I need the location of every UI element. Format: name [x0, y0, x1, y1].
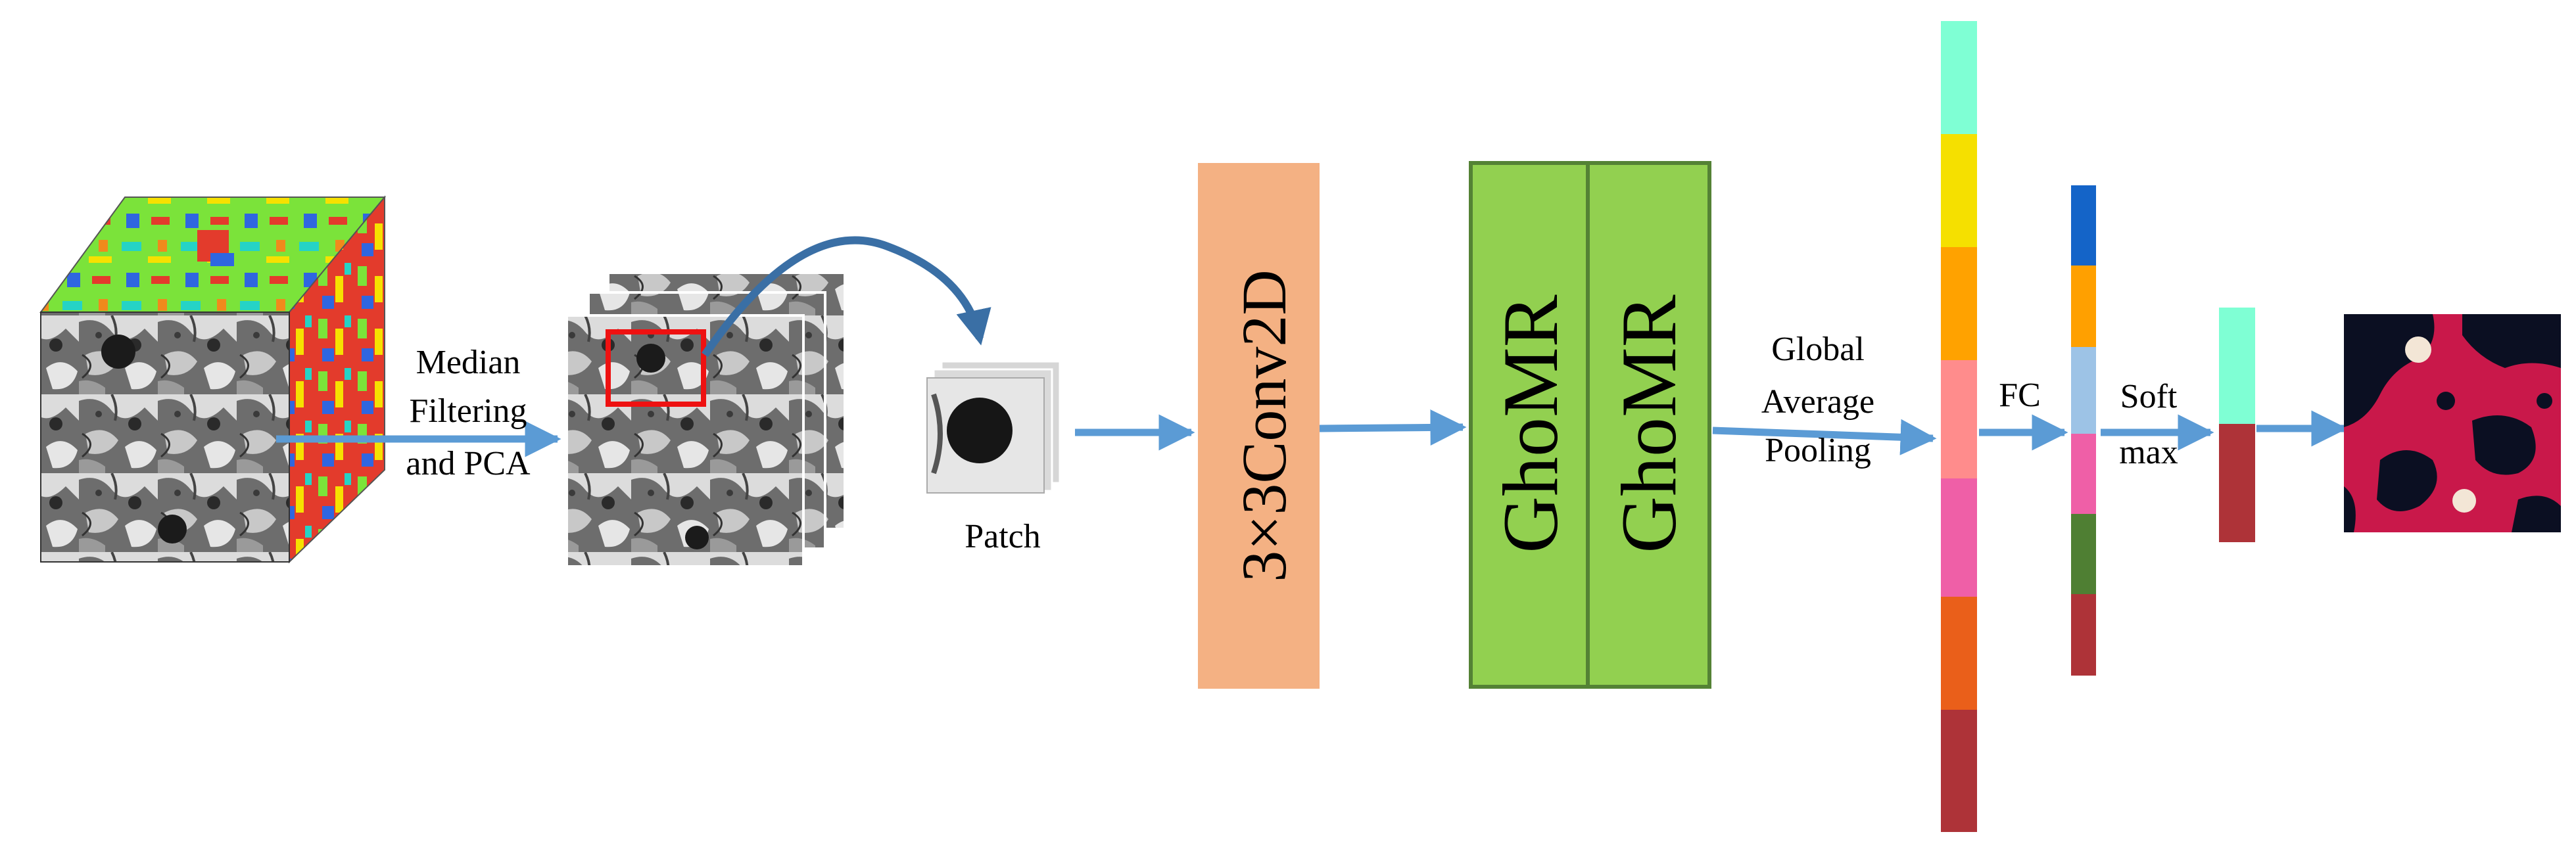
gap-segment: [1941, 597, 1977, 710]
patch-shadow: [931, 393, 943, 474]
map-light-particle: [2405, 336, 2431, 363]
map-light-particle: [2452, 489, 2476, 513]
gap-segment: [1941, 21, 1977, 134]
cube-dark-particle: [158, 515, 187, 543]
ghomr-label-2: GhoMR: [1605, 294, 1692, 553]
gap-segment: [1941, 134, 1977, 247]
patch-highlight-box: [606, 329, 706, 407]
conv-block: [1198, 163, 1320, 689]
map-dark-region: [2537, 393, 2552, 409]
fc-segment: [2071, 347, 2096, 434]
softmax-segment: [2219, 308, 2255, 424]
map-dark-region: [2462, 314, 2561, 368]
pca-band-stack-icon: [565, 271, 846, 568]
preprocess-label-line1: Median: [416, 344, 521, 381]
map-dark-region: [2437, 392, 2455, 410]
arrow-to-ghomr: [1319, 409, 1467, 446]
patch-label: Patch: [965, 518, 1041, 555]
conv-label: 3×3Conv2D: [1229, 269, 1299, 582]
fc-feature-vector: [2071, 185, 2096, 676]
gap-feature-vector: [1941, 21, 1977, 832]
gap-label-line2: Average: [1761, 383, 1874, 421]
map-dark-region: [2377, 450, 2437, 511]
fc-segment: [2071, 594, 2096, 676]
map-dark-region: [2472, 415, 2536, 475]
patch-extraction-arrow: [702, 236, 991, 358]
preprocess-label-line3: and PCA: [406, 445, 531, 482]
gap-label-line1: Global: [1771, 331, 1865, 368]
softmax-label-line1: Soft: [2120, 378, 2178, 415]
patch-particle: [947, 398, 1013, 463]
fc-segment: [2071, 434, 2096, 514]
fc-segment: [2071, 514, 2096, 594]
cube-blue-square: [210, 253, 234, 266]
gap-segment: [1941, 710, 1977, 832]
softmax-vector: [2219, 308, 2255, 542]
arrow-to-gap: [1712, 419, 1937, 455]
fc-segment: [2071, 266, 2096, 347]
stack-layer: [565, 314, 805, 568]
gap-segment: [1941, 360, 1977, 478]
gap-segment: [1941, 478, 1977, 597]
patch-icon: [926, 360, 1061, 494]
preprocess-label-line2: Filtering: [409, 392, 527, 430]
softmax-segment: [2219, 424, 2255, 542]
map-dark-region: [2344, 486, 2356, 532]
cube-dark-particle: [101, 335, 135, 369]
fc-label: FC: [1999, 377, 2041, 414]
classification-map-icon: [2344, 314, 2561, 532]
fc-segment: [2071, 185, 2096, 266]
ghomr-label-1: GhoMR: [1487, 294, 1574, 553]
stack-dark-particle: [636, 344, 665, 373]
gap-segment: [1941, 247, 1977, 360]
hyperspectral-cube-icon: [39, 195, 387, 564]
stack-dark-particle: [685, 526, 709, 549]
ghomr-block-1: [1469, 161, 1590, 689]
softmax-label-line2: max: [2119, 434, 2178, 471]
map-dark-region: [2512, 496, 2561, 532]
gap-label-line3: Pooling: [1765, 432, 1871, 469]
ghomr-block-2: [1586, 161, 1711, 689]
